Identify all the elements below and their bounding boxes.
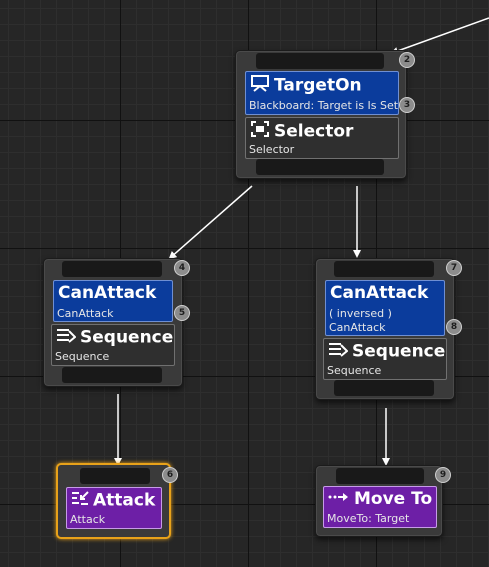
- decorator-card-canattack[interactable]: CanAttack CanAttack: [53, 280, 173, 322]
- decorator-subtitle: CanAttack: [57, 307, 114, 320]
- moveto-task-node[interactable]: 9 Move To MoveTo: Target: [315, 465, 451, 537]
- decorator-title: CanAttack: [330, 283, 429, 303]
- sequence-icon: [56, 327, 77, 348]
- composite-subtitle: Sequence: [55, 350, 110, 363]
- execution-index-badge: 4: [174, 260, 190, 276]
- selector-icon: [250, 120, 270, 143]
- composite-card-sequence[interactable]: Sequence Sequence: [51, 324, 175, 366]
- decorator-title: CanAttack: [58, 283, 157, 303]
- task-card-moveto[interactable]: Move To MoveTo: Target: [323, 486, 437, 528]
- composite-subtitle: Sequence: [327, 364, 382, 377]
- moveto-icon: [328, 489, 350, 509]
- composite-title: Sequence: [352, 341, 446, 362]
- input-pin[interactable]: [80, 468, 150, 484]
- composite-card-selector[interactable]: Selector Selector: [245, 117, 399, 159]
- selector-node[interactable]: 2 TargetOn Blackboard: Target is Is Set …: [235, 50, 415, 179]
- composite-title: Sequence: [80, 327, 174, 348]
- attack-task-node[interactable]: 6 Attack Attack: [56, 463, 178, 539]
- execution-index-badge: 7: [446, 260, 462, 276]
- execution-index-badge: 9: [435, 467, 451, 483]
- composite-card-sequence[interactable]: Sequence Sequence: [323, 338, 447, 380]
- left-sequence-node[interactable]: 4 CanAttack CanAttack 5 Sequence Sequenc…: [43, 258, 190, 387]
- task-subtitle: Attack: [70, 513, 106, 526]
- output-pin[interactable]: [256, 159, 384, 175]
- task-card-attack[interactable]: Attack Attack: [66, 487, 162, 529]
- decorator-inversed-label: ( inversed ): [329, 307, 392, 320]
- attack-icon: [71, 490, 89, 511]
- output-pin[interactable]: [62, 367, 162, 383]
- monitor-icon: [250, 74, 270, 97]
- decorator-card-canattack-inversed[interactable]: CanAttack ( inversed ) CanAttack: [325, 280, 445, 336]
- task-title: Attack: [93, 490, 156, 511]
- task-title: Move To: [354, 489, 433, 509]
- execution-index-badge: 6: [162, 467, 178, 483]
- decorator-index-badge: 5: [174, 305, 190, 321]
- task-subtitle: MoveTo: Target: [327, 512, 410, 525]
- output-pin[interactable]: [334, 380, 434, 396]
- decorator-index-badge: 3: [399, 97, 415, 113]
- wire-selector-to-left: [168, 185, 253, 260]
- composite-subtitle: Selector: [249, 143, 295, 156]
- input-pin[interactable]: [62, 261, 162, 277]
- sequence-icon: [328, 341, 349, 362]
- input-pin[interactable]: [334, 261, 434, 277]
- decorator-subtitle: CanAttack: [329, 321, 386, 334]
- execution-index-badge: 2: [399, 52, 415, 68]
- decorator-title: TargetOn: [274, 75, 362, 96]
- right-sequence-node[interactable]: 7 CanAttack ( inversed ) CanAttack 8 Seq…: [315, 258, 462, 400]
- decorator-card-targeton[interactable]: TargetOn Blackboard: Target is Is Set: [245, 71, 399, 115]
- decorator-subtitle: Blackboard: Target is Is Set: [249, 99, 399, 112]
- composite-title: Selector: [274, 121, 354, 142]
- decorator-index-badge: 8: [446, 319, 462, 335]
- input-pin[interactable]: [336, 468, 424, 484]
- input-pin[interactable]: [256, 53, 384, 69]
- wire-root-to-targeton: [390, 17, 489, 55]
